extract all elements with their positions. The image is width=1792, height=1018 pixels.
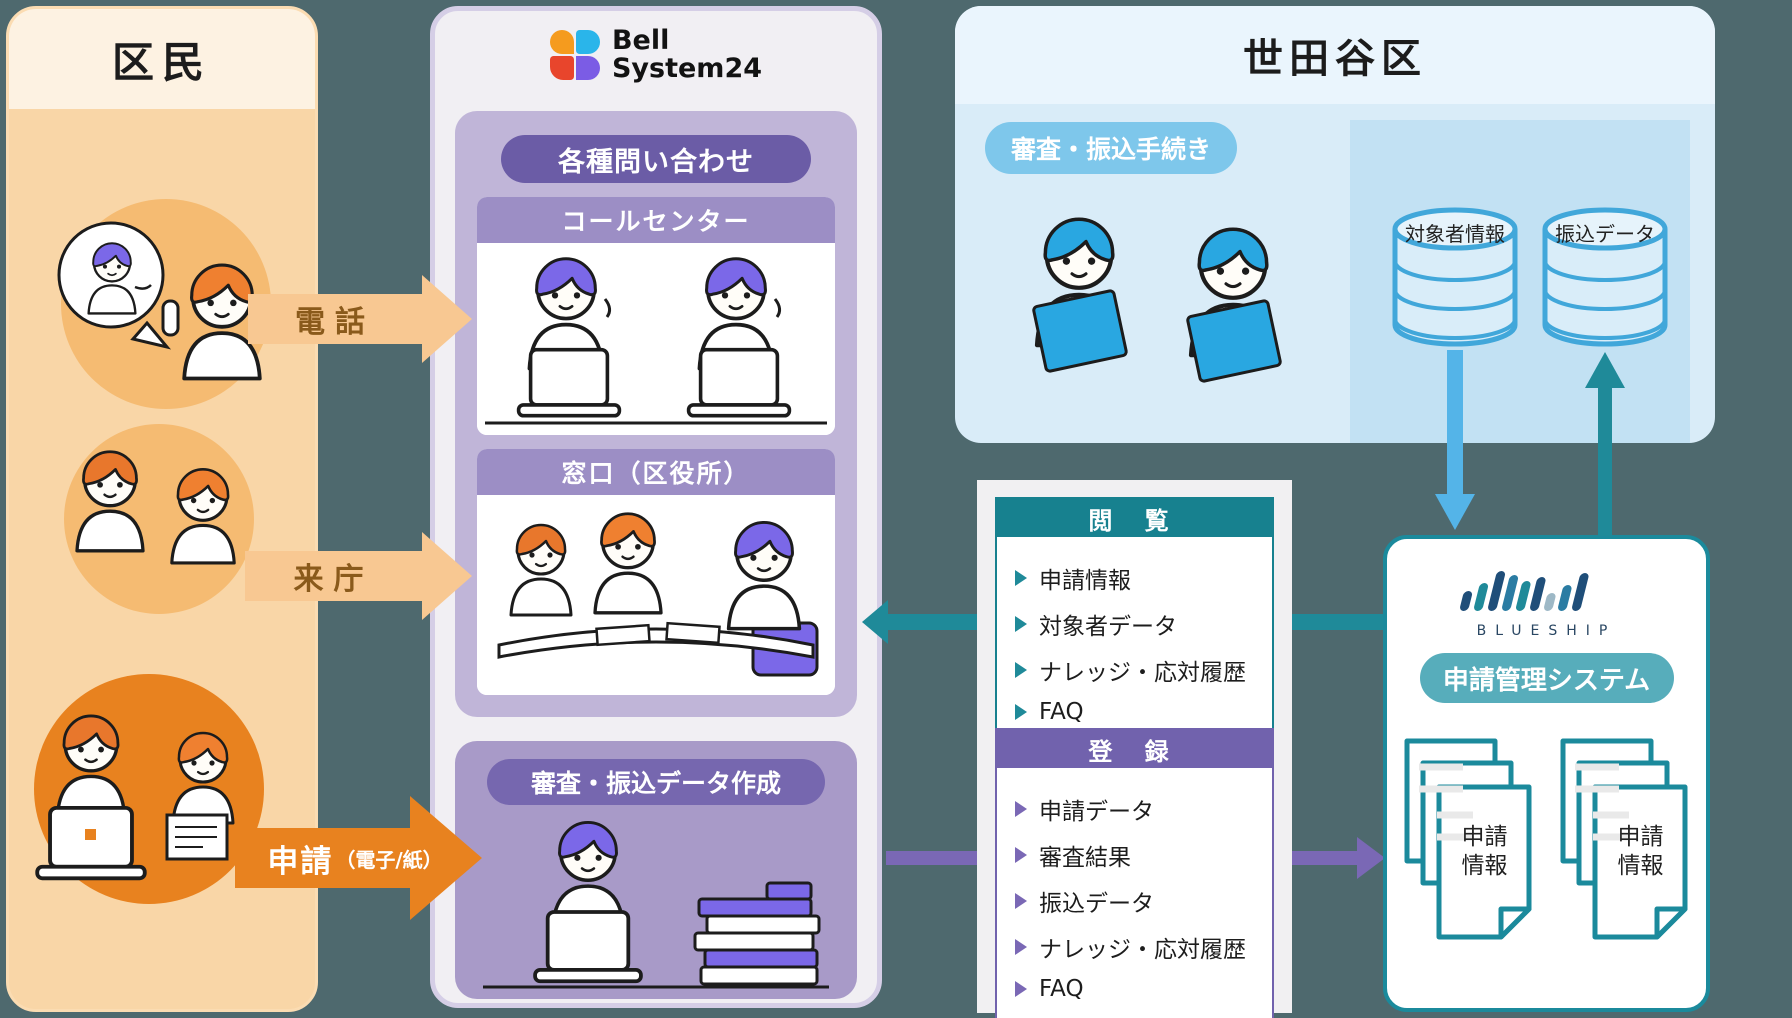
list-item: ナレッジ・応対履歴 bbox=[1015, 930, 1262, 964]
residents-header: 区民 bbox=[9, 9, 315, 109]
document-label: 申請 情報 bbox=[1439, 823, 1531, 881]
bell-logo-icon bbox=[549, 29, 600, 80]
counter-illustration bbox=[497, 512, 819, 677]
view-panel: 閲 覧 申請情報 対象者データ ナレッジ・応対履歴 FAQ bbox=[995, 497, 1274, 751]
triangle-bullet-icon bbox=[1015, 939, 1027, 955]
visit-arrow-label: 来庁 bbox=[293, 562, 374, 597]
phone-arrow: 電話 bbox=[248, 294, 422, 344]
bell-system24-panel: Bell System24 各種問い合わせ コールセンター bbox=[430, 6, 882, 1008]
residents-column: 区民 bbox=[6, 6, 318, 1012]
call-center-label: コールセンター bbox=[477, 197, 835, 243]
document-label: 申請 情報 bbox=[1595, 823, 1687, 881]
document-label-line1: 申請 bbox=[1461, 824, 1508, 850]
triangle-bullet-icon bbox=[1015, 616, 1027, 632]
phone-arrow-label: 電話 bbox=[295, 305, 375, 340]
document-label-line2: 情報 bbox=[1461, 852, 1508, 879]
resident-phone-illustration bbox=[57, 221, 262, 381]
view-item-label: 申請情報 bbox=[1039, 568, 1131, 594]
review-illustration bbox=[483, 820, 829, 989]
list-item: 振込データ bbox=[1015, 884, 1262, 918]
counter-label: 窓口（区役所） bbox=[477, 449, 835, 495]
blueship-brand-text: BLUESHIP bbox=[1476, 623, 1617, 639]
application-info-doc-stack: 申請 情報 bbox=[1559, 737, 1691, 945]
residents-title: 区民 bbox=[111, 37, 212, 87]
application-system-pill: 申請管理システム bbox=[1419, 653, 1674, 703]
view-item-label: FAQ bbox=[1039, 699, 1084, 725]
triangle-bullet-icon bbox=[1015, 570, 1027, 586]
setagaya-ward-box: 世田谷区 審査・振込手続き 対象者情報 振込データ bbox=[955, 6, 1715, 443]
target-info-database-label: 対象者情報 bbox=[1405, 222, 1505, 246]
register-flow-arrowhead bbox=[1357, 837, 1385, 879]
transfer-data-database-label: 振込データ bbox=[1555, 222, 1655, 246]
inquiry-title-pill: 各種問い合わせ bbox=[501, 135, 811, 183]
triangle-bullet-icon bbox=[1015, 662, 1027, 678]
call-center-illustration bbox=[485, 256, 827, 425]
data-exchange-container: 閲 覧 申請情報 対象者データ ナレッジ・応対履歴 FAQ 登 録 申請データ … bbox=[977, 480, 1292, 1018]
triangle-bullet-icon bbox=[1015, 704, 1027, 720]
resident-apply-illustration bbox=[35, 714, 235, 881]
list-item: FAQ bbox=[1015, 976, 1262, 1002]
apply-arrow-head bbox=[410, 796, 482, 920]
procedure-pill: 審査・振込手続き bbox=[985, 122, 1237, 174]
counter-card: 窓口（区役所） bbox=[477, 449, 835, 695]
register-item-label: ナレッジ・応対履歴 bbox=[1039, 937, 1246, 963]
triangle-bullet-icon bbox=[1015, 801, 1027, 817]
list-item: 申請データ bbox=[1015, 792, 1262, 826]
inquiry-section: 各種問い合わせ コールセンター 窓口（区役所） bbox=[455, 111, 857, 717]
blueship-logo-icon bbox=[1459, 571, 1589, 611]
document-label-line2: 情報 bbox=[1617, 852, 1664, 879]
bell-logo: Bell System24 bbox=[435, 27, 877, 82]
document-label-line1: 申請 bbox=[1617, 824, 1664, 850]
list-item: 対象者データ bbox=[1015, 607, 1262, 641]
bell-brand-line2: System24 bbox=[611, 52, 763, 84]
apply-arrow-note: （電子/紙） bbox=[335, 847, 443, 872]
register-panel: 登 録 申請データ 審査結果 振込データ ナレッジ・応対履歴 FAQ bbox=[995, 728, 1274, 1018]
register-item-label: 審査結果 bbox=[1039, 845, 1131, 871]
apply-arrow-label: 申請 bbox=[267, 843, 334, 880]
target-info-download-line bbox=[1447, 350, 1463, 498]
register-item-label: 申請データ bbox=[1039, 799, 1154, 825]
resident-visit-illustration bbox=[75, 450, 236, 565]
blueship-system-box: BLUESHIP 申請管理システム 申請 情報 申請 情報 bbox=[1383, 535, 1710, 1012]
visit-arrow-head bbox=[422, 532, 472, 620]
ward-staff-illustration bbox=[1032, 202, 1282, 383]
target-info-download-arrowhead bbox=[1435, 494, 1475, 530]
view-item-label: ナレッジ・応対履歴 bbox=[1039, 660, 1246, 686]
application-info-doc-stack: 申請 情報 bbox=[1403, 737, 1535, 945]
triangle-bullet-icon bbox=[1015, 981, 1027, 997]
triangle-bullet-icon bbox=[1015, 893, 1027, 909]
view-item-label: 対象者データ bbox=[1039, 614, 1177, 640]
view-panel-list: 申請情報 対象者データ ナレッジ・応対履歴 FAQ bbox=[997, 537, 1272, 749]
setagaya-header: 世田谷区 bbox=[955, 6, 1715, 104]
list-item: ナレッジ・応対履歴 bbox=[1015, 653, 1262, 687]
application-documents: 申請 情報 申請 情報 bbox=[1403, 737, 1691, 945]
view-flow-arrowhead bbox=[862, 600, 888, 644]
bell-brand-line1: Bell bbox=[611, 25, 670, 56]
list-item: 申請情報 bbox=[1015, 561, 1262, 595]
apply-arrow bbox=[235, 828, 410, 888]
transfer-data-upload-arrowhead bbox=[1585, 352, 1625, 388]
view-panel-title: 閲 覧 bbox=[997, 499, 1272, 537]
register-panel-list: 申請データ 審査結果 振込データ ナレッジ・応対履歴 FAQ bbox=[997, 768, 1272, 1018]
phone-arrow-head bbox=[422, 275, 472, 363]
review-section: 審査・振込データ作成 bbox=[455, 741, 857, 999]
bell-brand-text: Bell System24 bbox=[612, 27, 762, 82]
visit-arrow: 来庁 bbox=[245, 551, 422, 601]
call-center-card: コールセンター bbox=[477, 197, 835, 435]
review-title-pill: 審査・振込データ作成 bbox=[487, 759, 825, 805]
register-item-label: 振込データ bbox=[1039, 891, 1154, 917]
triangle-bullet-icon bbox=[1015, 847, 1027, 863]
register-panel-title: 登 録 bbox=[997, 730, 1272, 768]
list-item: FAQ bbox=[1015, 699, 1262, 725]
transfer-data-upload-line bbox=[1598, 386, 1612, 536]
register-item-label: FAQ bbox=[1039, 976, 1084, 1002]
apply-arrow-label-group: 申請 （電子/紙） bbox=[240, 828, 470, 888]
list-item: 審査結果 bbox=[1015, 838, 1262, 872]
setagaya-title: 世田谷区 bbox=[1243, 36, 1427, 82]
